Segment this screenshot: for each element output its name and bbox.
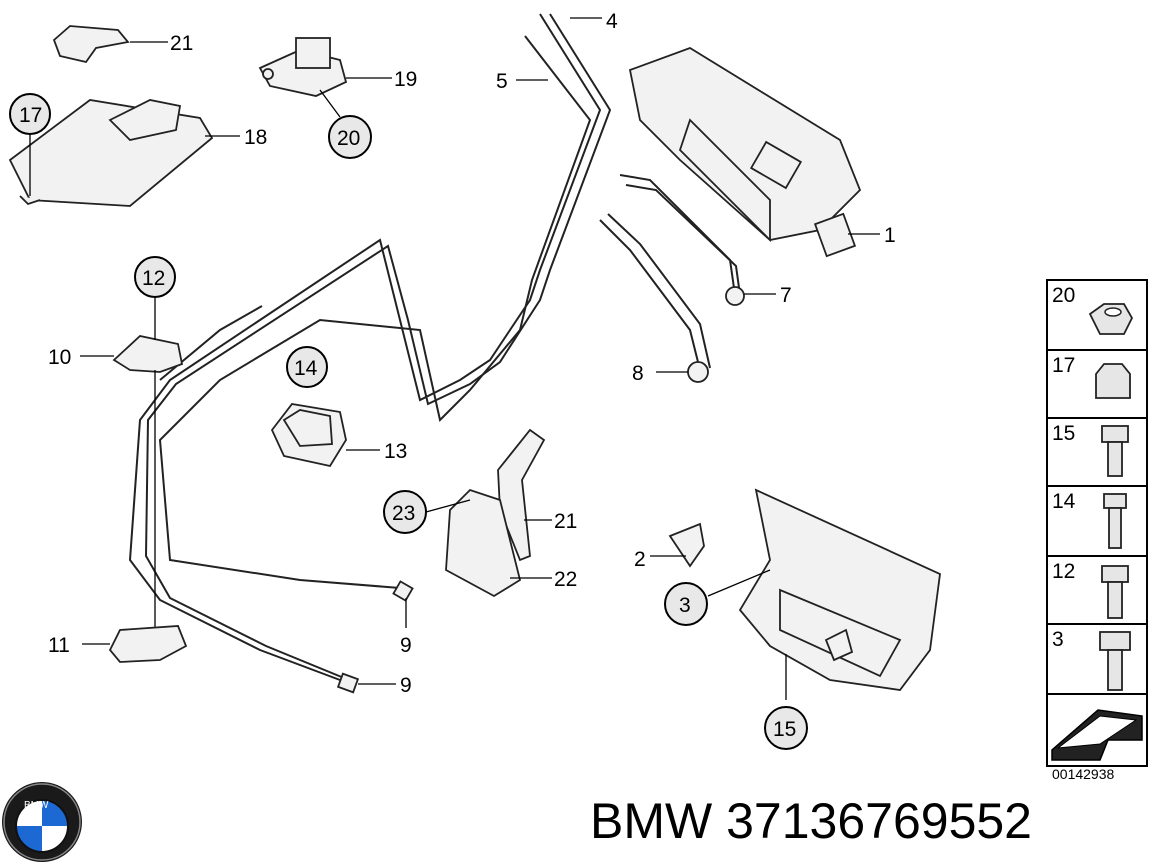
callout-7: 8 xyxy=(632,362,644,385)
callout-14-ring xyxy=(286,346,328,388)
callout-2: 2 xyxy=(634,548,646,571)
part-21-bracket xyxy=(425,428,552,598)
part-13-mount xyxy=(270,403,380,468)
callout-12: 12 xyxy=(142,267,165,290)
callout-11: 11 xyxy=(48,634,70,657)
callout-16: 18 xyxy=(244,126,267,149)
fastener-panel: 20 17 15 14 12 3 xyxy=(1046,279,1148,767)
callout-3-ring xyxy=(664,582,708,626)
doc-number: 00142938 xyxy=(1052,766,1115,782)
bolt-15-icon xyxy=(1101,425,1129,443)
callout-19: 19 xyxy=(394,68,417,91)
callout-4: 4 xyxy=(606,10,618,33)
part-18-clip xyxy=(52,25,168,64)
bolt-3-icon xyxy=(1099,631,1131,651)
part-8-9-fittings xyxy=(336,580,414,694)
part-6-7-hoses xyxy=(599,174,776,383)
part-16-module xyxy=(8,99,240,207)
part-number: 37136769552 xyxy=(726,793,1032,849)
panel-label-15: 15 xyxy=(1052,422,1075,445)
callout-17: 17 xyxy=(19,104,42,127)
panel-label-3: 3 xyxy=(1052,628,1064,651)
callout-5: 5 xyxy=(496,70,508,93)
part-15-bracket xyxy=(650,488,941,700)
callout-23: 23 xyxy=(392,502,415,525)
panel-label-12: 12 xyxy=(1052,560,1075,583)
callout-10: 10 xyxy=(48,346,71,369)
brand-name: BMW xyxy=(590,793,713,849)
callout-6: 7 xyxy=(780,284,792,307)
panel-label-14: 14 xyxy=(1052,490,1076,513)
callout-9: 9 xyxy=(400,674,412,697)
callout-20: 20 xyxy=(337,127,360,150)
bolt-14-icon xyxy=(1103,493,1127,509)
callout-15-ring xyxy=(764,706,808,750)
callout-3: 3 xyxy=(679,594,691,617)
part-19-sensor xyxy=(258,37,392,97)
part-1-valve-block xyxy=(628,47,880,258)
part-10-holder xyxy=(80,335,184,630)
callout-22: 22 xyxy=(554,568,577,591)
bmw-logo: BMW xyxy=(2,782,82,862)
callout-13: 13 xyxy=(384,440,407,463)
callout-8: 9 xyxy=(400,634,412,657)
callout-14: 14 xyxy=(294,357,318,380)
panel-label-20: 20 xyxy=(1052,284,1075,307)
cap-nut-icon xyxy=(1095,363,1131,399)
bolt-12-icon xyxy=(1101,565,1129,583)
brake-lines xyxy=(128,13,612,681)
callout-18: 21 xyxy=(170,32,193,55)
part-title: BMW 37136769552 xyxy=(590,792,1032,850)
callout-1: 1 xyxy=(884,224,896,247)
callout-23-ring xyxy=(383,490,427,534)
callout-21: 21 xyxy=(554,510,577,533)
part-11-holder xyxy=(82,625,188,663)
callout-15: 15 xyxy=(773,718,796,741)
callout-20-ring xyxy=(328,115,372,159)
svg-text:BMW: BMW xyxy=(24,800,49,811)
panel-label-17: 17 xyxy=(1052,354,1075,377)
